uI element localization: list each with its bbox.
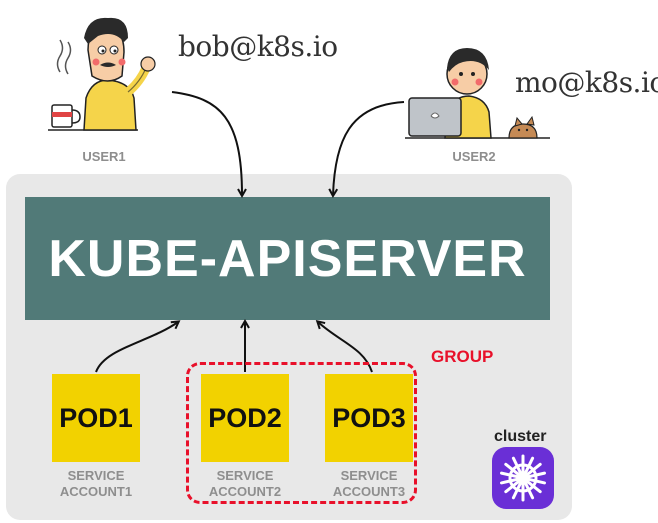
pod2-box: POD2	[201, 374, 289, 462]
service-account3-label: SERVICE ACCOUNT3	[314, 468, 424, 500]
pod2-label: POD2	[208, 402, 282, 433]
pod3-label: POD3	[332, 402, 406, 433]
service-account2-label: SERVICE ACCOUNT2	[190, 468, 300, 500]
arrow-pod3-to-apiserver	[318, 322, 373, 373]
service-account1-line2: ACCOUNT1	[59, 484, 133, 499]
cluster-label: cluster	[494, 428, 547, 445]
arrow-user1-to-apiserver	[171, 91, 242, 195]
arrow-user2-to-apiserver	[333, 101, 405, 195]
service-account3-line1: SERVICE	[340, 468, 398, 483]
arrow-pod1-to-apiserver	[95, 322, 178, 373]
pod1-label: POD1	[59, 402, 133, 433]
user2-email: mo@k8s.io	[515, 66, 658, 99]
kube-apiserver-label: KUBE-APISERVER	[48, 229, 527, 288]
user2-label: USER2	[452, 149, 496, 164]
service-account2-line1: SERVICE	[216, 468, 274, 483]
service-account2-line2: ACCOUNT2	[208, 484, 282, 499]
service-account3-line2: ACCOUNT3	[332, 484, 406, 499]
group-label: GROUP	[431, 347, 494, 366]
user1-email: bob@k8s.io	[178, 30, 338, 63]
pod1-box: POD1	[52, 374, 140, 462]
kubernetes-helm-icon	[500, 454, 546, 502]
developer-with-coffee-icon	[48, 17, 156, 131]
pod3-box: POD3	[325, 374, 413, 462]
group-boundary	[186, 362, 417, 504]
kube-apiserver-box: KUBE-APISERVER	[25, 197, 550, 320]
service-account1-label: SERVICE ACCOUNT1	[41, 468, 151, 500]
user1-label: USER1	[82, 149, 126, 164]
developer-with-laptop-icon	[405, 48, 550, 139]
service-account1-line1: SERVICE	[67, 468, 125, 483]
kubernetes-badge	[492, 447, 554, 509]
